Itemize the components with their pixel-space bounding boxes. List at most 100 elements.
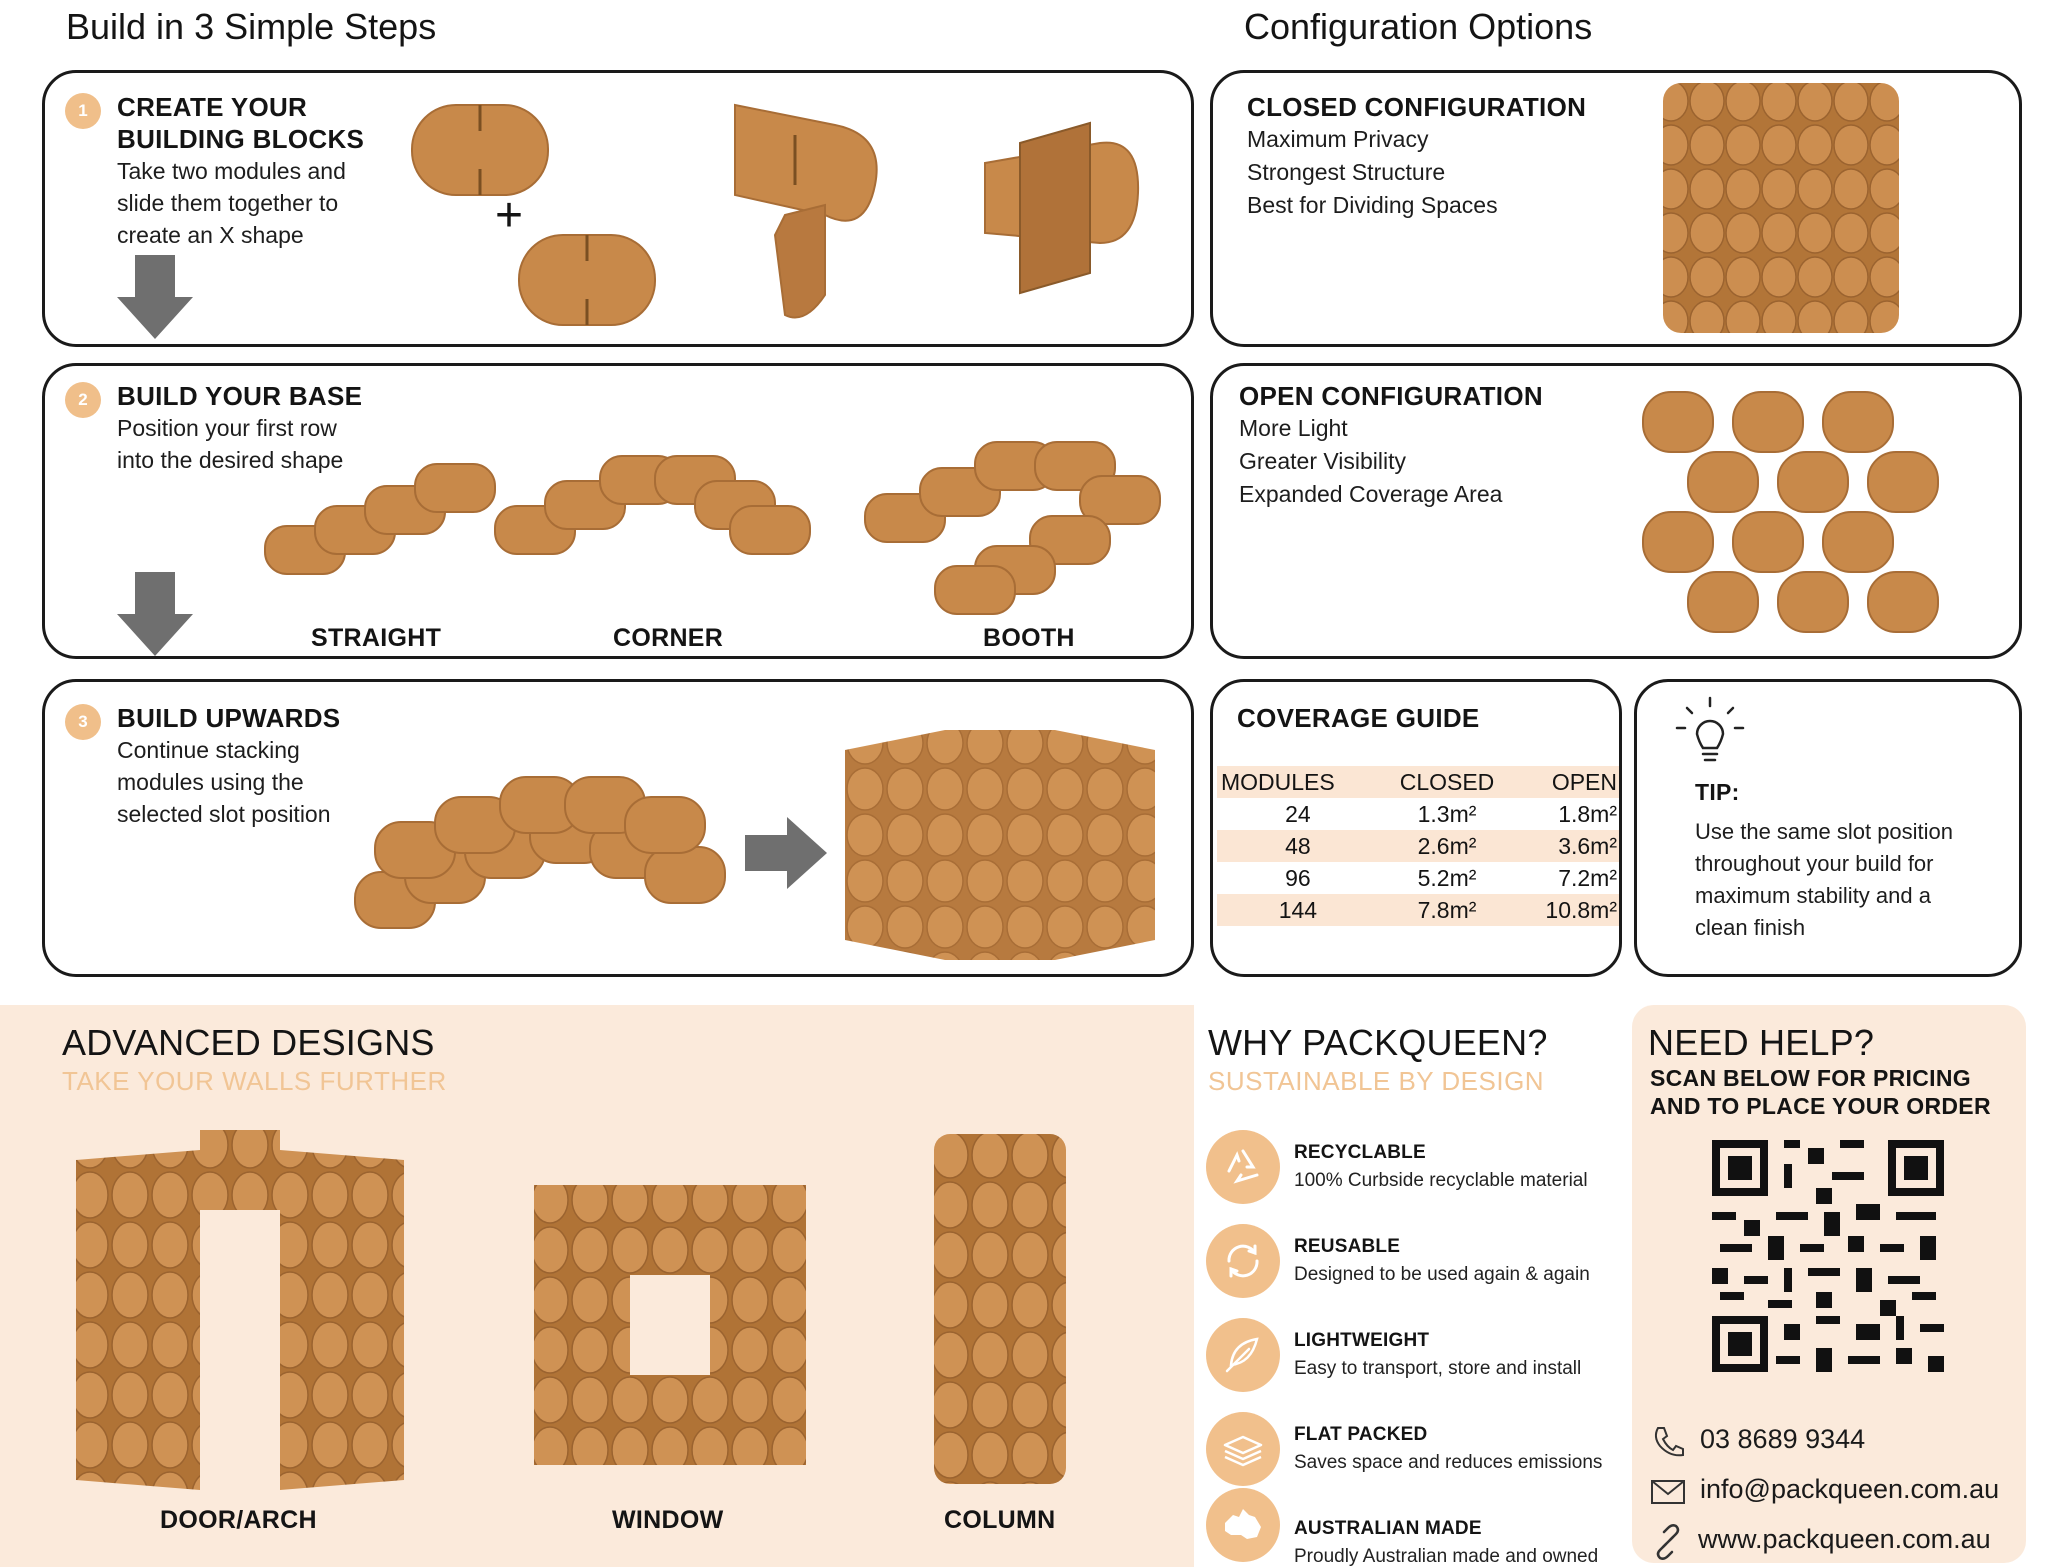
step1-title-line1: CREATE YOUR [117, 92, 308, 122]
open-config-item: More Light [1239, 415, 1348, 441]
closed-config-item: Best for Dividing Spaces [1247, 192, 1498, 218]
help-title: NEED HELP? [1648, 1022, 1875, 1063]
feather-icon [1206, 1318, 1280, 1392]
step3-title: BUILD UPWARDS [117, 703, 341, 733]
email-icon [1651, 1480, 1685, 1504]
window-illustration [534, 1185, 806, 1465]
coverage-cell: 3.6m² [1558, 832, 1617, 859]
shape-label-booth: BOOTH [983, 624, 1075, 652]
recycle-icon [1206, 1130, 1280, 1204]
tip-text-line: clean finish [1695, 915, 1806, 940]
open-wall-illustration [1642, 391, 1939, 633]
straight-base-illustration [264, 463, 496, 575]
step3-desc-line3: selected slot position [117, 801, 331, 827]
australia-icon [1206, 1488, 1280, 1562]
open-config-item: Expanded Coverage Area [1239, 481, 1503, 507]
coverage-cell: 1.8m² [1558, 800, 1617, 827]
shape-label-straight: STRAIGHT [311, 624, 442, 652]
coverage-table: MODULES CLOSED OPEN 24 1.3m² 1.8m² 48 2.… [1217, 766, 1619, 926]
booth-base-illustration [864, 441, 1161, 615]
step2-desc-line2: into the desired shape [117, 447, 344, 473]
modules-sliding-illustration [734, 103, 878, 319]
corner-base-illustration [494, 455, 811, 555]
website-link[interactable]: www.packqueen.com.au [1698, 1524, 1991, 1554]
steps-title: Build in 3 Simple Steps [66, 6, 437, 47]
table-row: 96 5.2m² 7.2m² [1217, 862, 1619, 894]
coverage-cell: 48 [1285, 832, 1311, 859]
closed-config-item: Strongest Structure [1247, 159, 1446, 185]
x-shape-illustration [984, 121, 1140, 295]
feature-desc: Saves space and reduces emissions [1294, 1452, 1603, 1473]
closed-config-panel: CLOSED CONFIGURATION Maximum Privacy Str… [1210, 70, 2022, 347]
coverage-header: CLOSED [1399, 768, 1495, 795]
qr-code[interactable] [1712, 1140, 1944, 1372]
step1-desc-line2: slide them together to [117, 190, 339, 216]
step1-desc-line1: Take two modules and [117, 158, 346, 184]
tip-panel: TIP: Use the same slot position througho… [1634, 679, 2022, 977]
door-arch-illustration [76, 1130, 404, 1490]
coverage-cell: 2.6m² [1417, 832, 1477, 859]
open-config-panel: OPEN CONFIGURATION More Light Greater Vi… [1210, 363, 2022, 659]
tip-label: TIP: [1695, 779, 1740, 805]
step3-desc-line1: Continue stacking [117, 737, 300, 763]
link-icon [1656, 1524, 1680, 1560]
tip-text-line: throughout your build for [1695, 851, 1934, 876]
feature-title: REUSABLE [1294, 1236, 1401, 1257]
coverage-cell: 7.2m² [1558, 864, 1617, 891]
table-row: 24 1.3m² 1.8m² [1217, 798, 1619, 830]
design-label-window: WINDOW [612, 1506, 724, 1534]
step2-title: BUILD YOUR BASE [117, 381, 363, 411]
help-subtitle-line2: AND TO PLACE YOUR ORDER [1650, 1093, 1991, 1119]
tip-text-line: maximum stability and a [1695, 883, 1931, 908]
step3-desc-line2: modules using the [117, 769, 304, 795]
down-arrow-icon [117, 572, 193, 656]
open-config-item: Greater Visibility [1239, 448, 1407, 474]
coverage-cell: 144 [1278, 896, 1318, 923]
step2-desc-line1: Position your first row [117, 415, 337, 441]
feature-title: AUSTRALIAN MADE [1294, 1518, 1482, 1539]
closed-config-title: CLOSED CONFIGURATION [1247, 92, 1587, 122]
step2-badge: 2 [65, 382, 101, 418]
flat-stack-icon [1206, 1412, 1280, 1486]
plus-sign: + [495, 189, 524, 242]
shape-label-corner: CORNER [613, 624, 724, 652]
feature-title: FLAT PACKED [1294, 1424, 1428, 1445]
feature-desc: Easy to transport, store and install [1294, 1358, 1582, 1379]
down-arrow-icon [117, 255, 193, 339]
feature-desc: Proudly Australian made and owned [1294, 1546, 1599, 1567]
coverage-cell: 5.2m² [1417, 864, 1477, 891]
closed-wall-illustration [1663, 83, 1899, 333]
module-piece [411, 104, 549, 196]
lightbulb-icon [1675, 696, 1745, 762]
step1-panel: 1 CREATE YOUR BUILDING BLOCKS Take two m… [42, 70, 1194, 347]
phone-number[interactable]: 03 8689 9344 [1700, 1424, 1866, 1454]
coverage-cell: 7.8m² [1417, 896, 1477, 923]
feature-desc: Designed to be used again & again [1294, 1264, 1590, 1285]
help-subtitle-line1: SCAN BELOW FOR PRICING [1650, 1065, 1971, 1091]
advanced-subtitle: TAKE YOUR WALLS FURTHER [62, 1066, 447, 1096]
design-label-column: COLUMN [944, 1506, 1056, 1534]
email-address[interactable]: info@packqueen.com.au [1700, 1474, 2000, 1504]
feature-title: LIGHTWEIGHT [1294, 1330, 1430, 1351]
coverage-title: COVERAGE GUIDE [1237, 703, 1480, 733]
feature-title: RECYCLABLE [1294, 1142, 1426, 1163]
coverage-header-row: MODULES CLOSED OPEN [1217, 766, 1619, 798]
step3-panel: 3 BUILD UPWARDS Continue stacking module… [42, 679, 1194, 977]
why-subtitle: SUSTAINABLE BY DESIGN [1208, 1066, 1545, 1096]
step1-desc-line3: create an X shape [117, 222, 304, 248]
feature-desc: 100% Curbside recyclable material [1294, 1170, 1588, 1191]
table-row: 144 7.8m² 10.8m² [1217, 894, 1619, 926]
coverage-header: MODULES [1221, 768, 1335, 795]
coverage-header: OPEN [1551, 768, 1617, 795]
coverage-cell: 96 [1285, 864, 1311, 891]
closed-config-item: Maximum Privacy [1247, 126, 1429, 152]
table-row: 48 2.6m² 3.6m² [1217, 830, 1619, 862]
config-title: Configuration Options [1244, 6, 1593, 47]
coverage-cell: 24 [1285, 800, 1311, 827]
column-illustration [934, 1134, 1066, 1484]
phone-icon [1654, 1427, 1684, 1457]
coverage-cell: 10.8m² [1545, 896, 1617, 923]
design-label-door-arch: DOOR/ARCH [160, 1506, 317, 1534]
step1-title-line2: BUILDING BLOCKS [117, 124, 365, 154]
why-title: WHY PACKQUEEN? [1208, 1022, 1548, 1063]
